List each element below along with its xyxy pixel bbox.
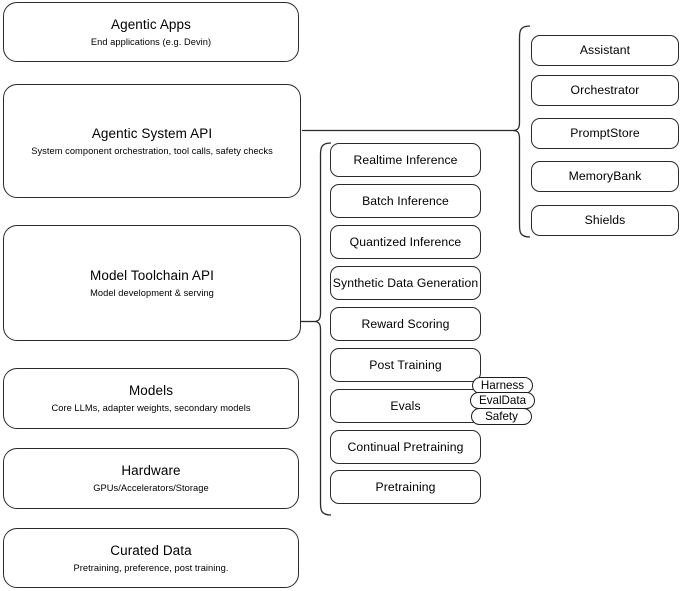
- middle-curly-brace: [313, 142, 332, 516]
- layer-models[interactable]: Models Core LLMs, adapter weights, secon…: [3, 368, 299, 429]
- branch-label: Synthetic Data Generation: [332, 275, 479, 290]
- branch-label: Batch Inference: [362, 193, 449, 208]
- right-curly-brace: [512, 25, 531, 238]
- layer-title: Model Toolchain API: [90, 267, 214, 283]
- evals-pill-safety[interactable]: Safety: [471, 408, 532, 425]
- branch-label: Continual Pretraining: [347, 439, 464, 454]
- branch-label: Reward Scoring: [361, 316, 450, 331]
- layer-agentic-apps[interactable]: Agentic Apps End applications (e.g. Devi…: [3, 2, 299, 62]
- pill-label: EvalData: [478, 393, 527, 407]
- layer-hardware[interactable]: Hardware GPUs/Accelerators/Storage: [3, 448, 299, 509]
- branch-label: Realtime Inference: [353, 152, 458, 167]
- layer-title: Agentic System API: [91, 125, 213, 141]
- layer-subtitle: Pretraining, preference, post training.: [73, 562, 229, 573]
- component-promptstore[interactable]: PromptStore: [531, 118, 679, 149]
- component-shields[interactable]: Shields: [531, 205, 679, 236]
- branch-reward-scoring[interactable]: Reward Scoring: [330, 307, 481, 341]
- branch-label: Pretraining: [375, 479, 436, 494]
- component-memorybank[interactable]: MemoryBank: [531, 161, 679, 192]
- layer-subtitle: System component orchestration, tool cal…: [31, 145, 273, 156]
- pill-label: Harness: [480, 378, 525, 392]
- branch-continual-pretraining[interactable]: Continual Pretraining: [330, 430, 481, 464]
- component-label: Assistant: [579, 43, 631, 57]
- component-label: Shields: [584, 213, 626, 227]
- layer-subtitle: GPUs/Accelerators/Storage: [93, 483, 209, 493]
- layer-subtitle: Model development & serving: [90, 287, 214, 298]
- layer-curated-data[interactable]: Curated Data Pretraining, preference, po…: [3, 528, 299, 588]
- evals-pill-evaldata[interactable]: EvalData: [470, 392, 535, 409]
- branch-label: Post Training: [369, 357, 442, 372]
- branch-post-training[interactable]: Post Training: [330, 348, 481, 382]
- layer-title: Hardware: [121, 463, 181, 478]
- branch-evals[interactable]: Evals: [330, 389, 481, 423]
- component-label: PromptStore: [570, 126, 640, 140]
- layer-subtitle: End applications (e.g. Devin): [90, 36, 212, 47]
- layer-agentic-system-api[interactable]: Agentic System API System component orch…: [3, 84, 301, 198]
- branch-realtime-inference[interactable]: Realtime Inference: [330, 143, 481, 177]
- component-assistant[interactable]: Assistant: [531, 35, 679, 66]
- branch-quantized-inference[interactable]: Quantized Inference: [330, 225, 481, 259]
- layer-subtitle: Core LLMs, adapter weights, secondary mo…: [51, 403, 251, 413]
- branch-batch-inference[interactable]: Batch Inference: [330, 184, 481, 218]
- branch-label: Evals: [390, 398, 421, 413]
- layer-model-toolchain-api[interactable]: Model Toolchain API Model development & …: [3, 225, 301, 341]
- branch-pretraining[interactable]: Pretraining: [330, 470, 481, 504]
- layer-title: Models: [128, 383, 174, 398]
- branch-synthetic-data-generation[interactable]: Synthetic Data Generation: [330, 266, 481, 300]
- layer-title: Curated Data: [110, 542, 192, 558]
- pill-label: Safety: [485, 409, 518, 423]
- branch-label: Quantized Inference: [349, 234, 462, 249]
- component-orchestrator[interactable]: Orchestrator: [531, 75, 679, 106]
- layer-title: Agentic Apps: [110, 16, 191, 32]
- component-label: MemoryBank: [568, 169, 642, 183]
- component-label: Orchestrator: [570, 83, 640, 97]
